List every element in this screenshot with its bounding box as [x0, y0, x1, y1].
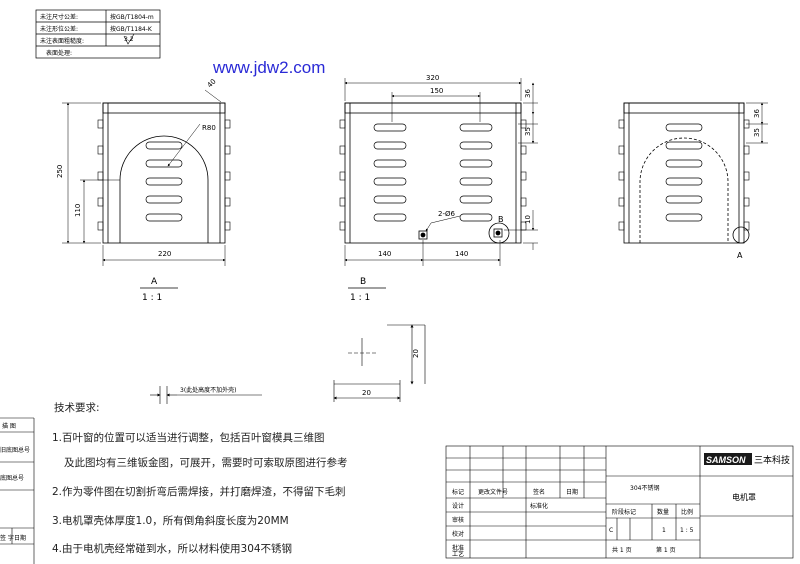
header-mark: 标记 — [452, 488, 464, 496]
view-a-slot-dim: 40 — [206, 77, 218, 89]
view-b-bottom-dim: 10 — [524, 215, 532, 224]
view-a-height-dim: 250 — [56, 165, 64, 178]
view-b-louver-dim: 150 — [430, 87, 443, 95]
requirement-line-1: 1.百叶窗的位置可以适当进行调整，包括百叶窗模具三维图 — [52, 431, 325, 444]
requirement-line-4: 3.电机罩壳体厚度1.0，所有倒角斜度长度为20MM — [52, 514, 289, 527]
view-a-scale: 1 : 1 — [142, 293, 162, 303]
view-b-scale: 1 : 1 — [350, 293, 370, 303]
material: 304不锈钢 — [630, 484, 659, 492]
margin-label-3: 底图总号 — [0, 474, 24, 482]
scale-label: 比例 — [681, 508, 693, 516]
requirement-line-2: 及此图均有三维钣金图，可展开，需要时可索取原图进行参考 — [64, 456, 348, 469]
tol-label-1: 未注尺寸公差: — [40, 13, 78, 21]
requirement-line-5: 4.由于电机壳经常碰到水，所以材料使用304不锈钢 — [52, 542, 292, 555]
view-c-callout: A — [737, 251, 743, 260]
left-margin-table — [0, 417, 35, 564]
company-logo-box — [704, 453, 752, 465]
company-name: 三本科技 — [754, 454, 790, 466]
margin-label-2: 旧底图总号 — [0, 446, 30, 454]
role-design: 设计 — [452, 502, 464, 510]
sheets-total: 共 1 页 — [612, 546, 632, 554]
view-b-right-dim: 140 — [455, 250, 468, 258]
role-process: 工艺 — [452, 550, 464, 558]
role-review: 审核 — [452, 516, 464, 524]
header-change-doc: 更改文件号 — [478, 488, 508, 496]
view-c-top-dim: 36 — [753, 109, 761, 118]
quantity-value: 1 — [662, 527, 666, 534]
sheet-number: 第 1 页 — [656, 546, 676, 554]
stage-value: C — [609, 527, 613, 534]
tol-value-1: 按GB/T1804-m — [110, 13, 154, 21]
tol-label-2: 未注形位公差: — [40, 25, 78, 33]
requirements-title: 技术要求: — [54, 401, 100, 414]
detail-dim-h: 20 — [362, 389, 371, 397]
detail-note: 3(此处高度不加外壳) — [180, 386, 237, 394]
tol-value-2: 按GB/T1184-K — [110, 25, 153, 33]
scale-value: 1 : 5 — [680, 527, 694, 534]
tol-label-3: 未注表面粗糙度: — [40, 37, 84, 45]
quantity-label: 数量 — [657, 508, 669, 516]
view-b — [339, 78, 538, 266]
header-sign: 签名 — [533, 488, 545, 496]
standardize-label: 标准化 — [530, 502, 548, 510]
part-name: 电机罩 — [732, 492, 756, 502]
role-approve: 批准 — [452, 544, 464, 552]
view-c-pitch-dim: 35 — [753, 128, 761, 137]
margin-label-4: 签 字 — [0, 534, 14, 542]
view-a-arch-dim: 110 — [74, 204, 82, 217]
view-b-pitch-dim: 35 — [524, 127, 532, 136]
detail-drawing — [150, 324, 426, 404]
watermark: www.jdw2.com — [212, 58, 325, 77]
view-c — [618, 102, 768, 244]
view-b-total-dim: 320 — [426, 74, 439, 82]
tol-value-3: 3.2 — [124, 36, 134, 43]
detail-dim-v: 20 — [412, 349, 420, 358]
view-a-radius-dim: R80 — [202, 124, 216, 132]
tol-label-4: 表面处理: — [46, 49, 72, 57]
roughness-symbol — [123, 33, 135, 45]
requirement-line-3: 2.作为零件图在切割折弯后需焊接，并打磨焊渣，不得留下毛刺 — [52, 485, 346, 498]
tolerance-table — [35, 9, 161, 59]
stage-label: 阶段标记 — [612, 508, 636, 516]
view-a — [62, 89, 231, 266]
margin-label-5: 日期 — [14, 534, 26, 542]
view-b-label: B — [360, 277, 366, 287]
view-b-left-dim: 140 — [378, 250, 391, 258]
header-date: 日期 — [566, 488, 578, 496]
view-a-width-dim: 220 — [158, 250, 171, 258]
view-b-hole-dim: 2-Ø6 — [438, 210, 455, 218]
title-block-frame — [445, 445, 794, 559]
company-logo: SAMSON — [706, 455, 746, 465]
view-a-label: A — [151, 277, 158, 287]
view-b-top-dim: 36 — [524, 89, 532, 98]
role-check: 校对 — [452, 530, 464, 538]
view-b-callout: B — [498, 215, 504, 224]
margin-label-1: 描 图 — [2, 422, 16, 430]
